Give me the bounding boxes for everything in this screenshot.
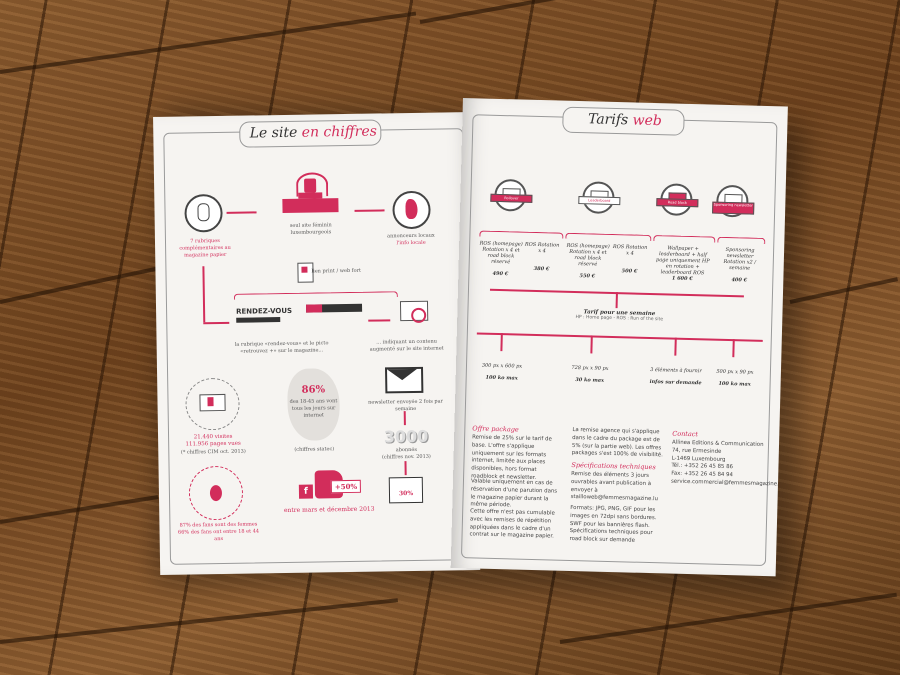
brace-newsletter	[717, 236, 766, 244]
plank-seam	[0, 11, 417, 74]
fb-growth: +50%	[330, 479, 362, 494]
visites-block: 21.440 visites 111.956 pages vues (* chi…	[180, 433, 246, 456]
pct-86: 86%	[301, 384, 326, 396]
open-envelope-icon: 30%	[388, 476, 424, 504]
laptop-search-icon	[399, 300, 429, 323]
offre-title: Offre package	[472, 424, 519, 434]
remise-text: La remise agence qui s'applique dans le …	[571, 426, 663, 459]
price-block-3: ROS (homepage) Rotation x 4 et road bloc…	[566, 242, 610, 280]
statec-text: (chiffres statec)	[294, 446, 335, 453]
formats-body: Formats: JPG, PNG, GIF pour les images e…	[569, 504, 657, 544]
right-page: Tarifs web Rollover Leaderboard Road blo…	[450, 98, 788, 577]
lien-text: lien print / web fort	[311, 267, 362, 275]
retrouvez-badge	[306, 303, 363, 313]
plank-seam	[419, 0, 894, 24]
periode-text: entre mars et décembre 2013	[283, 505, 375, 515]
laptop-rays-icon	[185, 377, 240, 431]
offre-body: Remise de 25% sur le tarif de base. L'of…	[471, 434, 552, 482]
offre-body-3: Cette offre n'est pas cumulable avec les…	[469, 508, 555, 541]
envelope-icon	[385, 366, 424, 394]
rubrique-desc: la rubrique «rendez-vous» et le picto «r…	[234, 340, 329, 355]
plank-seam	[0, 266, 157, 304]
indiquant-desc: ... indiquant un contenu augmenté sur le…	[369, 338, 444, 353]
seul-site-text: seul site féminin luxembourgeois	[289, 222, 332, 236]
facebook-icon: f	[298, 484, 314, 499]
laurel-podium-icon	[282, 172, 339, 214]
price-block-5: Wallpaper + leaderboard + half page uniq…	[655, 245, 710, 283]
plank-seam	[559, 592, 897, 644]
rendez-vous-bar	[236, 317, 281, 323]
left-page: Le site en chiffres 7 rubriques compléme…	[153, 112, 481, 575]
abonnes-count: 3000	[383, 426, 429, 447]
connector-down	[615, 292, 618, 309]
price-block-1: ROS (homepage) Rotation x 4 et road bloc…	[479, 240, 523, 278]
plank-seam	[0, 598, 399, 644]
contact-title: Contact	[672, 429, 699, 439]
arrow-right-2	[368, 319, 391, 322]
format-newsletter-icon: Sponsoring newsletter	[712, 184, 755, 218]
rendez-vous-label: RENDEZ-VOUS	[236, 306, 293, 316]
abonnes-text: abonnés(chiffres nov. 2013)	[381, 446, 431, 461]
arrow-down-2	[404, 461, 407, 476]
connector-horizontal	[203, 321, 230, 325]
pct-86-desc: des 18-45 ans vont tous les jours sur in…	[289, 398, 338, 419]
rubriques-text: 7 rubriques complémentaires au magazine …	[179, 237, 231, 259]
plank-seam	[789, 277, 899, 304]
contact-block: Allinea Editions & Communication 74, rue…	[670, 439, 784, 488]
spec-body: Remise des éléments 3 jours ouvrables av…	[570, 470, 659, 503]
plank-seam	[0, 494, 159, 524]
offre-body-2: Valable uniquement en cas de réservation…	[470, 478, 558, 509]
price-block-6: Sponsoring newsletter Rotation x2 / sema…	[723, 246, 757, 284]
arrow-down	[403, 411, 406, 426]
